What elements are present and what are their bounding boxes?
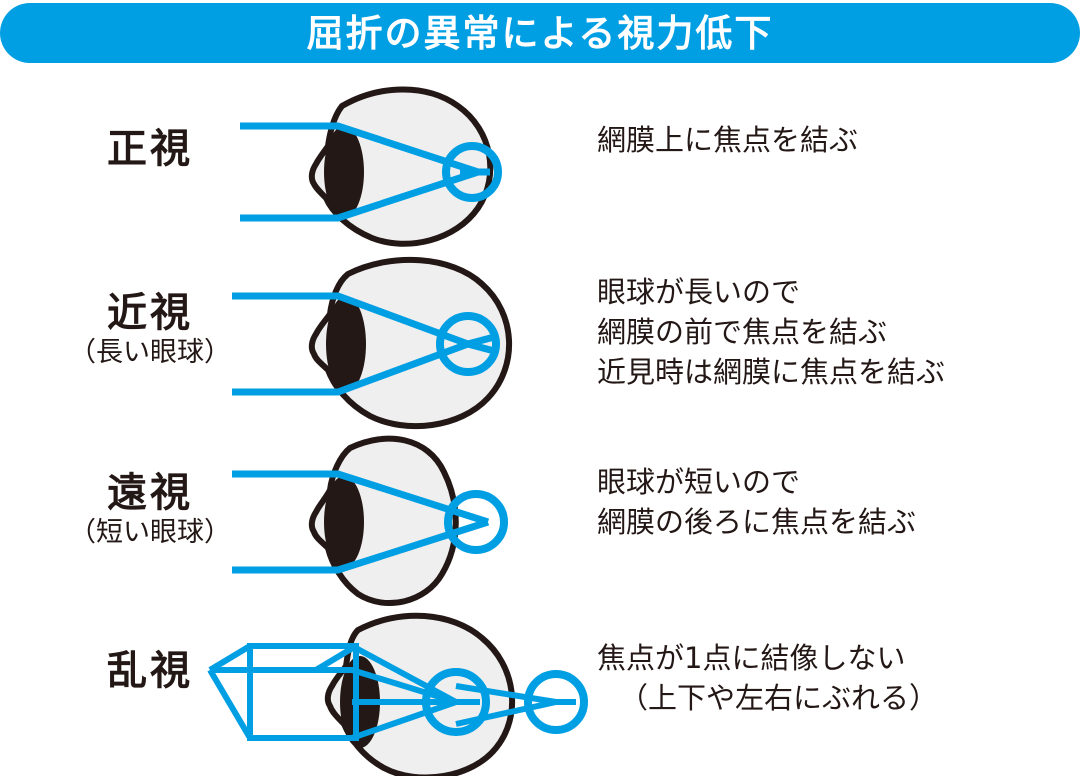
title-banner: 屈折の異常による視力低下: [0, 3, 1080, 63]
condition-label-emmetropia: 正視: [107, 126, 193, 172]
row-astigmatism: 乱視: [0, 612, 1080, 781]
description-hyperopia: 眼球が短いので 網膜の後ろに焦点を結ぶ: [597, 462, 1067, 542]
lens-shape: [324, 476, 364, 568]
light-rays: [240, 122, 490, 222]
condition-label-hyperopia: 遠視: [107, 470, 193, 516]
description-line: 近見時は網膜に焦点を結ぶ: [597, 355, 946, 390]
row-emmetropia: 正視 網膜上に焦点を結ぶ: [0, 80, 1080, 250]
label-block-astigmatism: 乱視: [0, 650, 300, 692]
page-title: 屈折の異常による視力低下: [306, 11, 774, 55]
lens-shape: [324, 126, 364, 218]
description-line: （上下や左右にぶれる）: [619, 681, 939, 716]
description-astigmatism: 焦点が1点に結像しない （上下や左右にぶれる）: [597, 638, 1067, 718]
focal-point-circle-second: [524, 670, 588, 734]
description-line: 網膜上に焦点を結ぶ: [597, 123, 859, 157]
row-myopia: 近視 （長い眼球） 眼球が長いので 網膜の前で焦点を結ぶ 近見時は網膜に焦点を結…: [0, 252, 1080, 432]
light-rays: [232, 292, 499, 396]
description-emmetropia: 網膜上に焦点を結ぶ: [597, 120, 1067, 160]
condition-sublabel-myopia: （長い眼球）: [69, 337, 231, 368]
light-rays: [232, 470, 490, 574]
condition-label-myopia: 近視: [107, 290, 193, 336]
description-line: 網膜の後ろに焦点を結ぶ: [597, 505, 917, 540]
focal-point-circle: [444, 490, 508, 554]
label-block-myopia: 近視 （長い眼球）: [0, 292, 300, 368]
row-hyperopia: 遠視 （短い眼球） 眼球が短いので 網膜の後ろに焦点を結ぶ: [0, 432, 1080, 610]
description-myopia: 眼球が長いので 網膜の前で焦点を結ぶ 近見時は網膜に焦点を結ぶ: [597, 272, 1067, 392]
label-block-hyperopia: 遠視 （短い眼球）: [0, 472, 300, 548]
condition-sublabel-hyperopia: （短い眼球）: [69, 517, 231, 548]
description-line: 眼球が短いので: [597, 465, 801, 499]
focal-point-circle: [442, 142, 502, 202]
focal-point-circle: [436, 312, 500, 376]
description-line: 網膜の前で焦点を結ぶ: [597, 315, 888, 350]
light-rays: [212, 643, 576, 741]
description-line: 眼球が長いので: [597, 275, 801, 309]
lens-shape: [326, 296, 366, 392]
label-block-emmetropia: 正視: [0, 128, 300, 170]
condition-label-astigmatism: 乱視: [107, 648, 193, 694]
astigmatism-eye-diagram: [200, 612, 600, 781]
emmetropia-eye-diagram: [220, 80, 550, 260]
description-line: 焦点が1点に結像しない: [597, 641, 906, 675]
myopia-eye-diagram: [220, 252, 550, 442]
hyperopia-eye-diagram: [220, 432, 550, 619]
